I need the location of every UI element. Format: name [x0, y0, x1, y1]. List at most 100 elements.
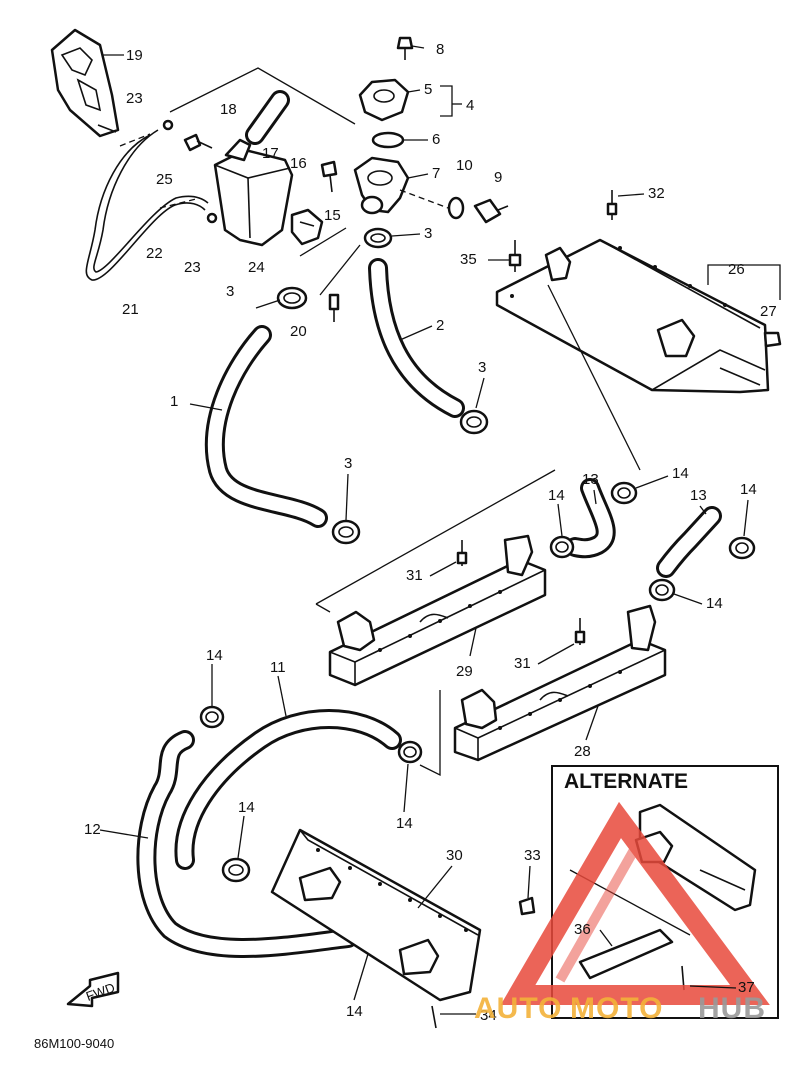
- label-6: 6: [432, 131, 440, 148]
- label-8: 8: [436, 41, 444, 58]
- label-leaders: [99, 45, 749, 1015]
- part-14-hose-clamp: [199, 705, 225, 729]
- label-14: 14: [740, 481, 757, 498]
- label-16: 16: [290, 155, 307, 172]
- label-22: 22: [146, 245, 163, 262]
- diagram-code: 86M100-9040: [34, 1036, 114, 1051]
- label-14: 14: [238, 799, 255, 816]
- part-33-bolt: [518, 896, 536, 916]
- part-17-reservoir-cap: [224, 138, 252, 162]
- label-12: 12: [84, 821, 101, 838]
- label-14: 14: [548, 487, 565, 504]
- part-27-nut: [763, 331, 782, 348]
- part-labels: 19 23 18 17 16 25 15 22 23 24 3 21 20 8 …: [84, 41, 777, 1024]
- part-21-22-overflow-hoses: [85, 129, 209, 281]
- label-14: 14: [346, 1003, 363, 1020]
- part-6-o-ring: [371, 131, 405, 149]
- label-1: 1: [170, 393, 178, 410]
- label-27: 27: [760, 303, 777, 320]
- label-10: 10: [456, 157, 473, 174]
- part-28-heat-exchanger: [453, 604, 667, 762]
- part-12-hose: [136, 730, 358, 958]
- label-31: 31: [514, 655, 531, 672]
- label-5: 5: [424, 81, 432, 98]
- part-15-bolt: [320, 160, 338, 193]
- label-3: 3: [226, 283, 234, 300]
- label-24: 24: [248, 259, 265, 276]
- alternate-title: ALTERNATE: [564, 770, 688, 793]
- part-34-screw: [431, 1005, 437, 1029]
- part-32-bolt: [606, 190, 618, 220]
- part-16-reservoir-tank: [213, 148, 294, 247]
- label-23: 23: [126, 90, 143, 107]
- part-3-hose-clamp: [459, 409, 489, 435]
- part-14-hose-clamp: [221, 857, 251, 883]
- part-26-fitting: [544, 246, 696, 358]
- label-4: 4: [466, 97, 474, 114]
- fwd-arrow-icon: FWD: [66, 971, 120, 1008]
- part-3-hose-clamp: [331, 519, 361, 545]
- label-36: 36: [574, 921, 591, 938]
- part-8-bolt: [396, 36, 414, 60]
- part-14-hose-clamp: [610, 481, 638, 505]
- part-5-thermostat-cover: [358, 78, 410, 122]
- label-14: 14: [706, 595, 723, 612]
- label-37: 37: [738, 979, 755, 996]
- part-24-bracket: [290, 208, 324, 246]
- label-15: 15: [324, 207, 341, 224]
- label-19: 19: [126, 47, 143, 64]
- label-3: 3: [478, 359, 486, 376]
- part-14-hose-clamp: [728, 536, 756, 560]
- part-14-hose-clamp: [549, 535, 575, 559]
- watermark-moto: MOTO: [570, 992, 663, 1025]
- automotohub-wordmark: AUTO MOTO HUB: [474, 992, 766, 1025]
- part-7-thermostat-housing: [353, 156, 410, 215]
- watermark-hub: HUB: [698, 992, 766, 1025]
- part-9-temperature-sensor: [473, 198, 509, 224]
- label-26: 26: [728, 261, 745, 278]
- label-14: 14: [672, 465, 689, 482]
- label-23: 23: [184, 259, 201, 276]
- label-28: 28: [574, 743, 591, 760]
- label-20: 20: [290, 323, 307, 340]
- part-29-heat-exchanger: [328, 534, 547, 687]
- part-2-radiator-hose: [368, 258, 465, 418]
- part-1-radiator-hose: [204, 325, 328, 528]
- part-18-hose: [245, 90, 290, 145]
- label-18: 18: [220, 101, 237, 118]
- label-17: 17: [262, 145, 279, 162]
- part-10-gasket: [447, 196, 465, 220]
- label-29: 29: [456, 663, 473, 680]
- label-35: 35: [460, 251, 477, 268]
- part-25-screw: [183, 133, 213, 152]
- part-30-heat-exchanger: [270, 828, 482, 1002]
- label-32: 32: [648, 185, 665, 202]
- part-31-bolt: [456, 540, 468, 566]
- part-3-hose-clamp: [363, 227, 393, 249]
- label-31: 31: [406, 567, 423, 584]
- label-9: 9: [494, 169, 502, 186]
- label-13: 13: [690, 487, 707, 504]
- part-3-hose-clamp: [276, 286, 308, 310]
- label-33: 33: [524, 847, 541, 864]
- part-14-hose-clamp: [397, 740, 423, 764]
- part-13-hose: [656, 506, 722, 578]
- part-31-bolt: [574, 618, 586, 645]
- part-35-bolt: [508, 240, 522, 272]
- part-23-hose-clip: [162, 119, 218, 224]
- label-13: 13: [582, 471, 599, 488]
- watermark-auto: AUTO: [474, 992, 562, 1025]
- label-34: 34: [480, 1007, 497, 1024]
- label-7: 7: [432, 165, 440, 182]
- label-11: 11: [270, 659, 286, 676]
- automotohub-watermark: [500, 801, 770, 1005]
- label-3: 3: [424, 225, 432, 242]
- label-14: 14: [206, 647, 223, 664]
- label-3: 3: [344, 455, 352, 472]
- label-25: 25: [156, 171, 173, 188]
- part-20-bolt: [328, 293, 340, 322]
- label-14: 14: [396, 815, 413, 832]
- part-19-bracket: [50, 28, 120, 138]
- label-30: 30: [446, 847, 463, 864]
